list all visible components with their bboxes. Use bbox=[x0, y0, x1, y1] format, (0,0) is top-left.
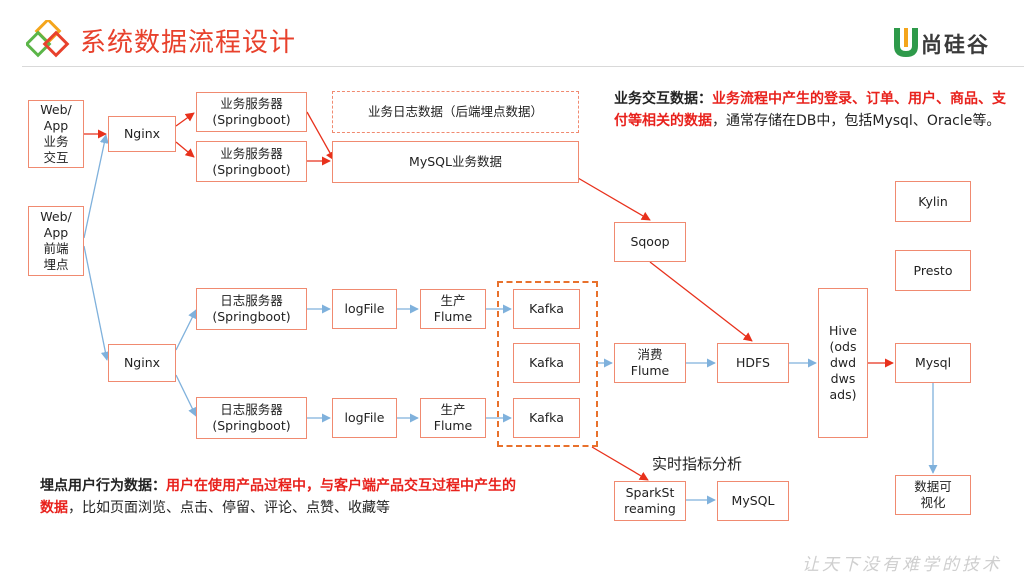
arrow-nginx-to-biz1 bbox=[175, 112, 195, 127]
node-biz-log-data: 业务日志数据（后端埋点数据） bbox=[332, 91, 579, 133]
node-nginx-top: Nginx bbox=[108, 116, 176, 152]
note-tracking-lead: 埋点用户行为数据： bbox=[40, 478, 166, 494]
node-hdfs: HDFS bbox=[717, 343, 789, 383]
arrow-sqoop-to-hdfs bbox=[649, 261, 753, 342]
note-business-data: 业务交互数据：业务流程中产生的登录、订单、用户、商品、支付等相关的数据，通常存储… bbox=[614, 88, 1019, 132]
brand-logo-icon bbox=[894, 28, 918, 57]
node-logfile-1: logFile bbox=[332, 289, 397, 329]
node-kafka-1: Kafka bbox=[513, 289, 580, 329]
arrow-nginx-to-logserver-1 bbox=[175, 309, 197, 351]
node-flume-prod-1: 生产 Flume bbox=[420, 289, 486, 329]
node-visual: 数据可 视化 bbox=[895, 475, 971, 515]
note-tracking-highlight: 用户在使用产品过程中，与客户端产品交互过程中产生的数据 bbox=[40, 478, 516, 516]
arrow-biz1-to-mysql bbox=[306, 111, 335, 161]
brand-name: 尚硅谷 bbox=[921, 33, 990, 57]
node-presto: Presto bbox=[895, 250, 971, 291]
node-flume-consume: 消费 Flume bbox=[614, 343, 686, 383]
kafka-cluster-group bbox=[497, 281, 598, 447]
diamond-logo-icon bbox=[26, 20, 70, 58]
note-business-rest: ，通常存储在DB中，包括Mysql、Oracle等。 bbox=[712, 113, 1001, 129]
node-mysql-rt: MySQL bbox=[717, 481, 789, 521]
node-hive: Hive (ods dwd dws ads) bbox=[818, 288, 868, 438]
node-log-server-1: 日志服务器 (Springboot) bbox=[196, 288, 307, 330]
header-divider bbox=[22, 66, 1024, 67]
arrow-nginx-to-logserver-2 bbox=[175, 374, 197, 417]
realtime-label: 实时指标分析 bbox=[652, 455, 743, 473]
arrow-kafka-to-spark bbox=[591, 446, 649, 481]
arrow-mysql-to-sqoop bbox=[577, 177, 651, 221]
note-business-lead: 业务交互数据： bbox=[614, 91, 712, 107]
node-log-server-2: 日志服务器 (Springboot) bbox=[196, 397, 307, 439]
node-mysql-biz: MySQL业务数据 bbox=[332, 141, 579, 183]
node-web-app-track: Web/ App 前端 埋点 bbox=[28, 206, 84, 276]
node-nginx-bottom: Nginx bbox=[108, 344, 176, 382]
arrow-nginx-to-biz2 bbox=[175, 141, 195, 158]
note-business-highlight: 业务流程中产生的登录、订单、用户、商品、支付等相关的数据 bbox=[614, 91, 1006, 129]
node-sqoop: Sqoop bbox=[614, 222, 686, 262]
note-tracking-rest: ，比如页面浏览、点击、停留、评论、点赞、收藏等 bbox=[68, 500, 390, 516]
node-kafka-3: Kafka bbox=[513, 398, 580, 438]
node-biz-server-1: 业务服务器 (Springboot) bbox=[196, 92, 307, 132]
node-logfile-2: logFile bbox=[332, 398, 397, 438]
note-tracking-data: 埋点用户行为数据：用户在使用产品过程中，与客户端产品交互过程中产生的数据，比如页… bbox=[40, 475, 528, 519]
node-mysql-out: Mysql bbox=[895, 343, 971, 383]
arrow-track-to-nginx-bottom bbox=[83, 245, 110, 361]
footer-slogan: 让天下没有难学的技术 bbox=[802, 555, 1002, 575]
node-spark-streaming: SparkSt reaming bbox=[614, 481, 686, 521]
page-title: 系统数据流程设计 bbox=[80, 28, 297, 58]
node-biz-server-2: 业务服务器 (Springboot) bbox=[196, 141, 307, 182]
node-flume-prod-2: 生产 Flume bbox=[420, 398, 486, 438]
node-kylin: Kylin bbox=[895, 181, 971, 222]
node-web-app-interact: Web/ App 业务 交互 bbox=[28, 100, 84, 168]
node-kafka-2: Kafka bbox=[513, 343, 580, 383]
arrow-track-to-nginx-top bbox=[83, 134, 109, 239]
